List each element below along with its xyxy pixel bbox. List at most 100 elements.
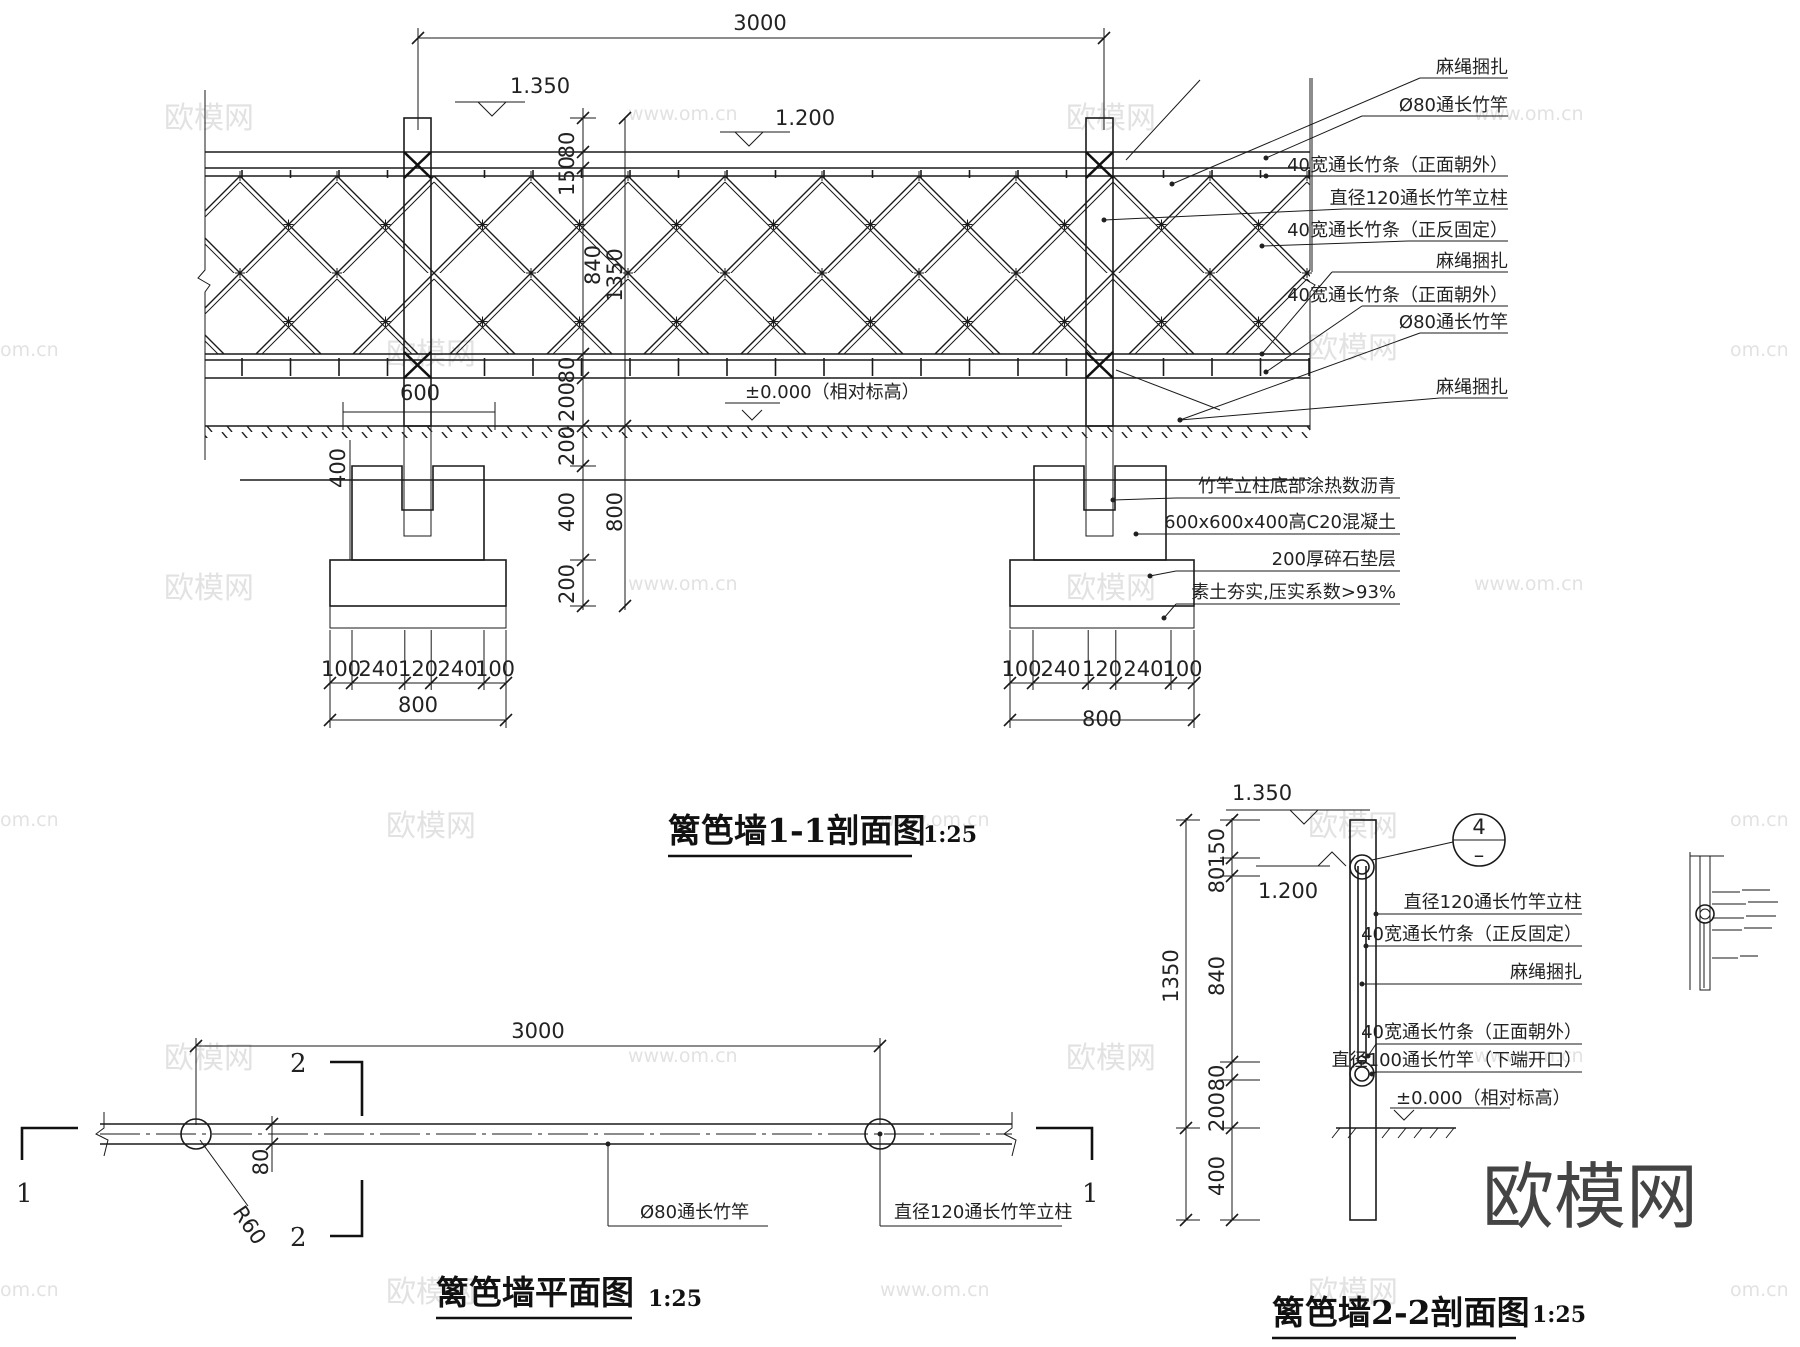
leader-line (1371, 1071, 1377, 1075)
lattice-tie (332, 171, 342, 181)
plan-section-mark-2-top: 2 (290, 1049, 307, 1079)
lattice-tie (914, 171, 924, 181)
lattice-tie (380, 316, 391, 327)
dim-panel-height: 840 (581, 245, 605, 285)
footing-width-0: 800 (398, 693, 438, 717)
dim-above-ground: 200 (555, 382, 579, 422)
plan-section-mark-1-right: 1 (1082, 1179, 1099, 1209)
lattice-tie (477, 316, 488, 327)
dim-below-200: 200 (555, 426, 579, 466)
dim-tick (477, 676, 491, 690)
dim-tick (1187, 676, 1201, 690)
plan-post-left (180, 1118, 212, 1150)
note-1-1-6: 40宽通长竹条（正面朝外） (1287, 285, 1508, 306)
detail-thumbnail (1689, 852, 1778, 991)
note-2-2-1: 40宽通长竹条（正反固定） (1361, 924, 1582, 945)
footing-part-0-0: 100 (321, 657, 361, 681)
lattice-tie (283, 316, 294, 327)
dim-footing-800: 800 (603, 492, 627, 532)
leader-line (1171, 77, 1421, 185)
plan-dim-span: 3000 (511, 1019, 564, 1043)
dim-tick (499, 676, 513, 690)
footing-note-2: 200厚碎石垫层 (1272, 549, 1396, 570)
dim-tick (345, 676, 359, 690)
s22-dim-above-ground: 200 (1205, 1092, 1229, 1132)
footing-part-1-3: 240 (1123, 657, 1163, 681)
dim-top-rail: 150 (555, 156, 579, 196)
lattice-tie (235, 268, 245, 278)
watermark-url-short-2: om.cn (0, 809, 59, 831)
lattice-tie (235, 171, 245, 181)
lattice-tie (1156, 219, 1167, 230)
dim-tick (398, 676, 412, 690)
lattice-panel (205, 176, 1310, 354)
s22-dim-rail-80-bottom: 80 (1205, 1065, 1229, 1092)
lattice-tie (671, 219, 682, 230)
leader-line (1163, 603, 1177, 619)
dim-tick (424, 676, 438, 690)
note-1-1-1: Ø80通长竹竿 (1399, 95, 1508, 116)
lattice-tie (720, 268, 730, 278)
footing-note-3: 素土夯实,压实系数>93% (1191, 582, 1396, 603)
dim-tick (1164, 676, 1178, 690)
footing-part-1-4: 100 (1162, 657, 1202, 681)
leader-line (1103, 208, 1345, 221)
lattice-tie (1011, 268, 1021, 278)
watermark-url-1: www.om.cn (1474, 103, 1584, 125)
watermark-brand-10: 欧模网 (386, 1275, 476, 1310)
watermark-brand-7: 欧模网 (1308, 809, 1398, 844)
watermark-url-4: www.om.cn (628, 1045, 738, 1067)
dim-tick (323, 676, 337, 690)
s22-dim-panel: 840 (1205, 956, 1229, 996)
footing-note-0: 竹竿立柱底部涂热数沥青 (1198, 476, 1396, 497)
watermark-brand-3: 欧模网 (1308, 331, 1398, 366)
dim-tick (499, 713, 513, 727)
dim-footing-half: 600 (400, 381, 440, 405)
note-2-2-2: 麻绳捆扎 (1510, 962, 1582, 983)
leader-dot (1373, 911, 1379, 917)
plan-radius: R60 (228, 1201, 271, 1249)
lattice-tie (380, 219, 391, 230)
dim-rail-80-bottom: 80 (555, 357, 579, 384)
brand-watermark: 欧模网 (1482, 1155, 1698, 1239)
footing-part-0-4: 100 (475, 657, 515, 681)
dim-tick (1081, 676, 1095, 690)
lattice-tie (1205, 268, 1215, 278)
section-2-2: 1.350 1.200 ±0.000（相对标高） 150 80 1350 840… (1159, 781, 1586, 1340)
level-post-top: 1.350 (510, 74, 570, 98)
watermark-url-7: www.om.cn (880, 1279, 990, 1301)
watermark-brand-4: 欧模网 (164, 571, 254, 606)
footing-part-1-1: 240 (1041, 657, 1081, 681)
dim-total-height: 1350 (603, 248, 627, 301)
note-1-1-4: 40宽通长竹条（正反固定） (1287, 220, 1508, 241)
leader-line (1265, 115, 1363, 159)
note-1-1-7: Ø80通长竹竿 (1399, 312, 1508, 333)
s22-post (1349, 819, 1377, 1221)
leader-line (1367, 1043, 1377, 1057)
watermark-url-short-3: om.cn (1730, 809, 1789, 831)
dim-tick (1109, 676, 1123, 690)
dim-tick (323, 713, 337, 727)
dim-tick (1003, 713, 1017, 727)
s22-dim-rail-80-top: 80 (1205, 867, 1229, 894)
watermark-brand-5: 欧模网 (1066, 571, 1156, 606)
plan-note-rail: Ø80通长竹竿 (640, 1202, 749, 1223)
title-section-2-2: 篱笆墙2-2剖面图 (1272, 1293, 1530, 1332)
leader-line (1265, 305, 1363, 373)
lattice-tie (1253, 316, 1264, 327)
lattice-tie (526, 268, 536, 278)
lattice-tie (1011, 171, 1021, 181)
title-plan: 篱笆墙平面图 (436, 1273, 634, 1312)
leader-line (1125, 79, 1201, 161)
dim-tick (618, 419, 632, 433)
lattice-tie (477, 219, 488, 230)
s22-level-post-top: 1.350 (1232, 781, 1292, 805)
leader-line (1112, 497, 1177, 501)
dim-footing-400: 400 (555, 492, 579, 532)
lattice-tie (817, 268, 827, 278)
scale-section-2-2: 1:25 (1532, 1302, 1586, 1328)
lattice-tie (1156, 316, 1167, 327)
lattice-tie (1059, 316, 1070, 327)
plan-section-mark-2-bottom: 2 (290, 1223, 307, 1253)
